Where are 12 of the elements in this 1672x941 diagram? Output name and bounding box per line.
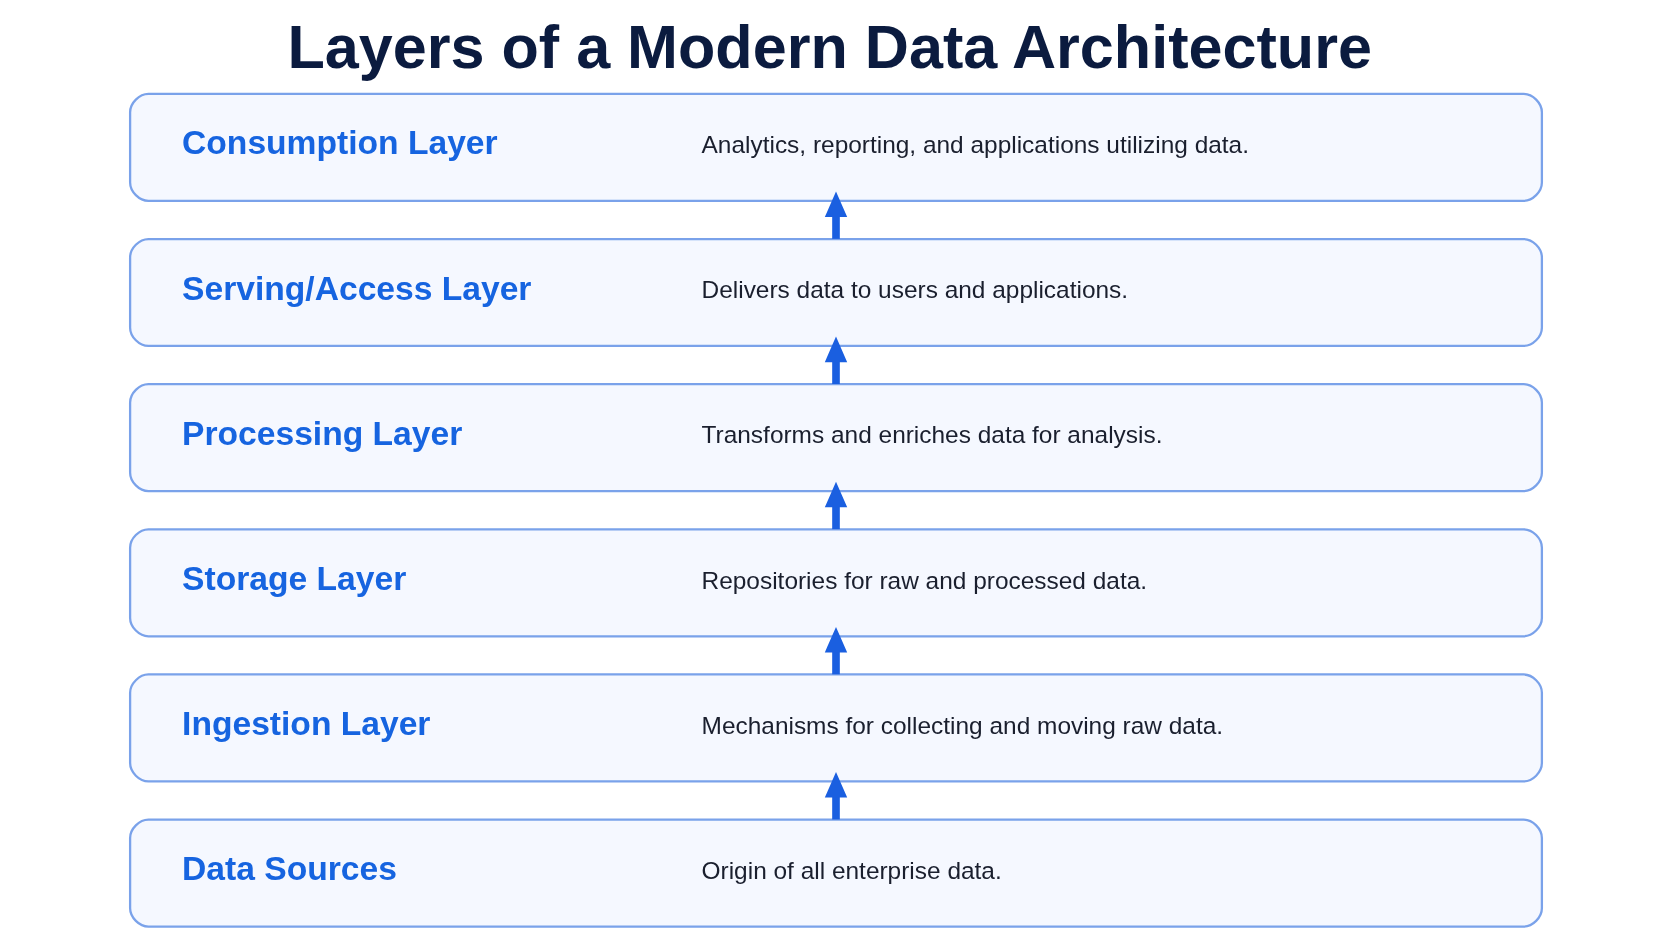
arrow — [824, 191, 848, 239]
arrow — [824, 626, 848, 675]
arrow — [824, 336, 848, 384]
node-box: Serving/Access Layer Delivers data to users and applications. — [128, 237, 1544, 348]
node-box: Ingestion Layer Mechanisms for collecting and moving raw data. — [128, 673, 1544, 783]
node-box: Processing Layer Transforms and enriches data for analysis. — [128, 383, 1544, 493]
arrow — [824, 481, 848, 530]
node-box: Storage Layer Repositories for raw and processed data. — [128, 528, 1544, 638]
node-box: Data Sources Origin of all enterprise data. — [128, 818, 1544, 928]
diagram-title: Layers of a Modern Data Architecture — [287, 12, 1372, 81]
node-box: Consumption Layer Analytics, reporting, and applications utilizing data. — [128, 92, 1544, 202]
arrow — [824, 772, 848, 820]
